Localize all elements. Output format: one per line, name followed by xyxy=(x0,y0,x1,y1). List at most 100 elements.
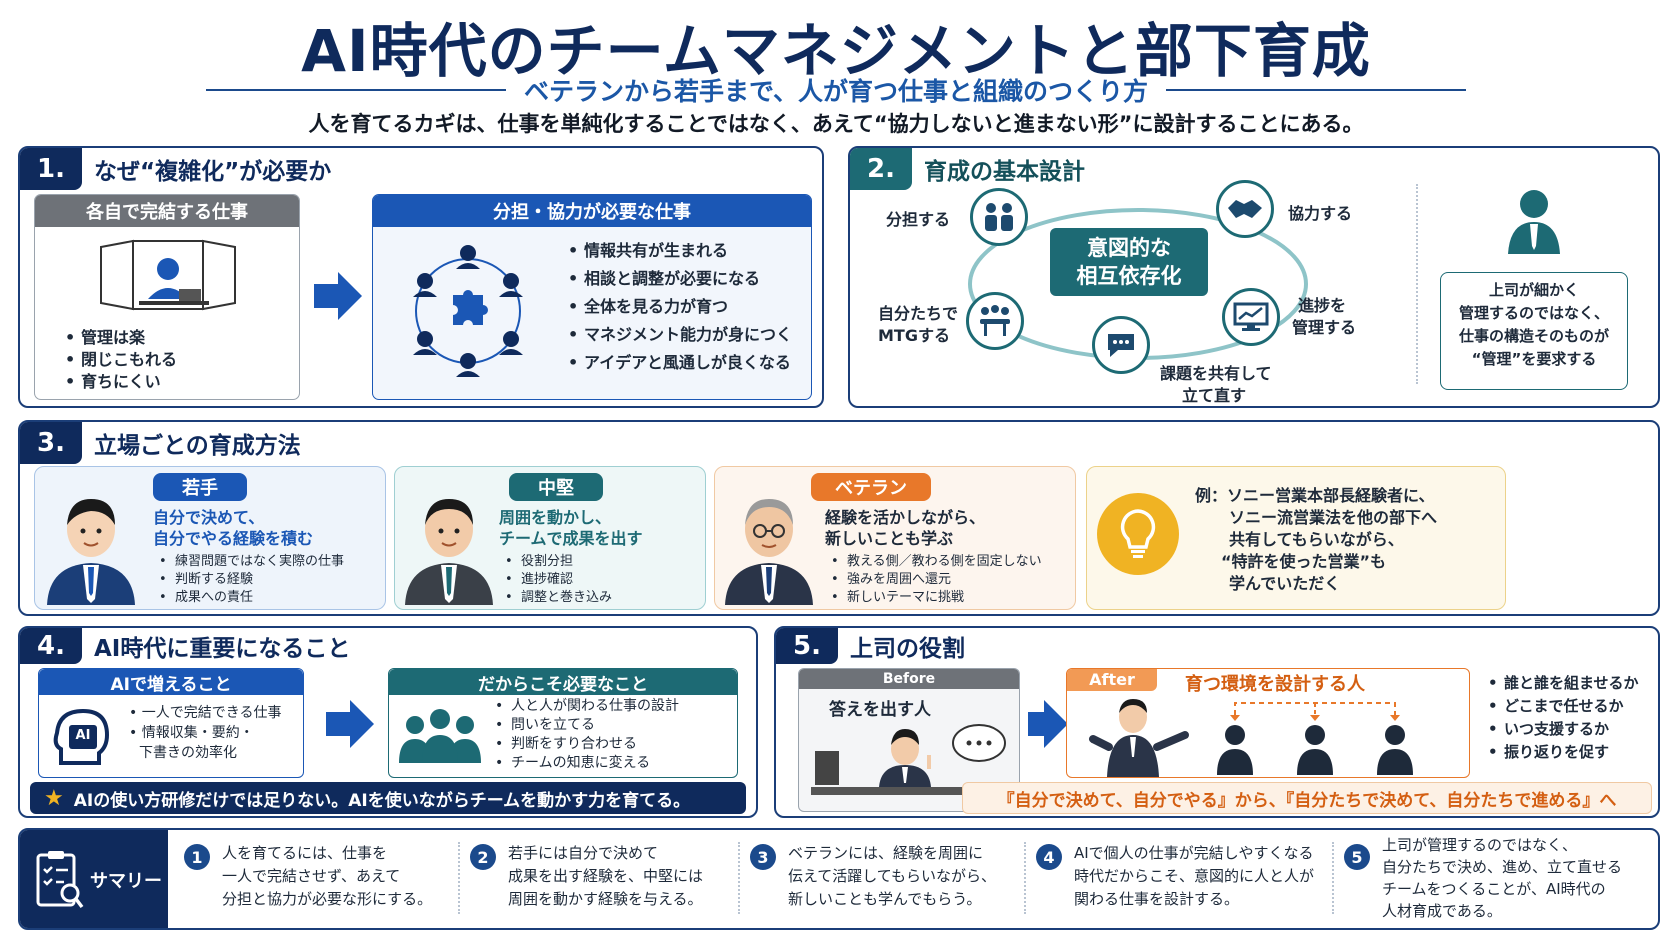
handshake-icon xyxy=(1216,180,1274,238)
list-item: 下書きの効率化 xyxy=(139,745,237,761)
label-cooperate: 協力する xyxy=(1288,204,1353,223)
list-item: いつ支援するか xyxy=(1488,718,1639,741)
list-item: 人と人が関わる仕事の設計 xyxy=(495,697,679,716)
summary-label-block: サマリー xyxy=(20,830,168,928)
summary-item-1: 1 人を育てるには、仕事を一人で完結させず、あえて分担と協力が必要な形にする。 xyxy=(184,830,454,926)
example-line: 学んでいただく xyxy=(1229,574,1341,593)
example-text: 例：ソニー営業本部長経験者に、 ソニー流営業法を他の部下へ 共有してもらいながら… xyxy=(1195,485,1437,595)
list-item: 判断をすり合わせる xyxy=(495,735,679,754)
section-3-number: 3. xyxy=(20,422,82,464)
summary-item-4: 4 AIで個人の仕事が完結しやすくなる時代だからこそ、意図的に人と人が関わる仕事… xyxy=(1036,830,1336,926)
list-item: 全体を見る力が育つ xyxy=(568,293,792,321)
center-line-1: 意図的な xyxy=(1087,236,1171,260)
summary-text: ベテランには、経験を周囲に伝えて活躍してもらいながら、新しいことも学んでもらう。 xyxy=(788,844,997,908)
young-list: 練習問題ではなく実際の仕事 判断する経験 成果への責任 xyxy=(159,553,344,607)
example-line: 共有してもらいながら、 xyxy=(1229,530,1404,549)
summary-divider xyxy=(458,842,460,914)
list-item: 育ちにくい xyxy=(65,371,177,393)
section-5-number: 5. xyxy=(776,628,838,664)
veteran-person-icon xyxy=(725,499,813,605)
card-young: 若手 自分で決めて、 自分でやる経験を積む 練習問題ではなく実際の仕事 判断する… xyxy=(34,466,386,610)
solo-work-head: 各自で完結する仕事 xyxy=(35,195,299,227)
right-arrow-icon xyxy=(314,272,364,320)
example-line: ソニー流営業法を他の部下へ xyxy=(1229,508,1438,527)
list-item: 誰と誰を組ませるか xyxy=(1488,672,1639,695)
mid-list: 役割分担 進捗確認 調整と巻き込み xyxy=(505,553,612,607)
tag-veteran: ベテラン xyxy=(811,473,931,501)
section-2-number: 2. xyxy=(850,148,912,190)
summary-text: AIで個人の仕事が完結しやすくなる時代だからこそ、意図的に人と人が関わる仕事を設… xyxy=(1074,844,1315,908)
subtitle-right-line xyxy=(1166,89,1466,91)
section-2-header: 2. 育成の基本設計 xyxy=(850,148,1085,190)
team-members-icon xyxy=(1217,702,1413,775)
mid-title-1: 周囲を動かし、 xyxy=(499,508,612,527)
summary-item-5: 5 上司が管理するのではなく、自分たちで決め、進め、立て直せるチームをつくること… xyxy=(1344,830,1654,926)
necessary-head: だからこそ必要なこと xyxy=(389,669,737,695)
summary-number: 4 xyxy=(1036,844,1062,870)
veteran-title-1: 経験を活かしながら、 xyxy=(825,508,986,527)
veteran-title-2: 新しいことも学ぶ xyxy=(825,529,954,548)
label-mtg-1: 自分たちで xyxy=(878,304,959,323)
list-item: 進捗確認 xyxy=(505,571,612,589)
summary-text: 若手には自分で決めて成果を出す経験を、中堅には周囲を動かす経験を与える。 xyxy=(508,844,704,908)
chat-bubble-icon xyxy=(1092,316,1150,374)
summary-number: 5 xyxy=(1344,844,1370,870)
summary-text: 人を育てるには、仕事を一人で完結させず、あえて分担と協力が必要な形にする。 xyxy=(222,844,433,908)
star-icon: ★ xyxy=(44,785,64,811)
after-tag: After xyxy=(1067,669,1157,691)
subtitle-row: ベテランから若手まで、人が育つ仕事と組織のつくり方 xyxy=(0,72,1672,108)
section-3-title: 立場ごとの育成方法 xyxy=(94,433,301,459)
label-progress-2: 管理する xyxy=(1292,318,1357,337)
label-mtg-2: MTGする xyxy=(878,326,950,345)
section-1-number: 1. xyxy=(20,148,82,190)
section-3-header: 3. 立場ごとの育成方法 xyxy=(20,422,301,464)
cubicle-worker-icon xyxy=(100,239,236,311)
solo-work-box: 各自で完結する仕事 管理は楽 閉じこもれる 育ちにくい xyxy=(34,194,300,400)
mid-title-2: チームで成果を出す xyxy=(499,529,643,548)
label-progress-1: 進捗を xyxy=(1298,296,1347,315)
list-item: 閉じこもれる xyxy=(65,349,177,371)
list-item: 練習問題ではなく実際の仕事 xyxy=(159,553,344,571)
ai-banner-text: AIの使い方研修だけでは足りない。AIを使いながらチームを動かす力を育てる。 xyxy=(73,790,691,811)
list-item: 役割分担 xyxy=(505,553,612,571)
center-line-2: 相互依存化 xyxy=(1076,264,1182,288)
boss-person-icon xyxy=(1508,190,1560,254)
ai-head-icon: AI xyxy=(51,705,115,769)
section-4-header: 4. AI時代に重要になること xyxy=(20,628,350,664)
list-item: 情報共有が生まれる xyxy=(568,237,792,265)
meeting-table-icon xyxy=(966,292,1024,350)
section-1-title: なぜ“複雑化”が必要か xyxy=(94,159,332,185)
right-arrow-icon xyxy=(326,700,376,748)
section-5-title: 上司の役割 xyxy=(850,636,965,662)
boss-message-box: 上司が細かく 管理するのではなく、 仕事の構造そのものが “管理”を要求する xyxy=(1440,272,1628,390)
page-subtitle: ベテランから若手まで、人が育つ仕事と組織のつくり方 xyxy=(523,77,1148,106)
list-item: 新しいテーマに挑戦 xyxy=(831,589,1042,607)
young-title-2: 自分でやる経験を積む xyxy=(153,529,314,548)
summary-panel: サマリー 1 人を育てるには、仕事を一人で完結させず、あえて分担と協力が必要な形… xyxy=(18,828,1660,930)
lightbulb-icon xyxy=(1097,493,1179,575)
subtitle-left-line xyxy=(205,89,506,91)
boss-line: “管理”を要求する xyxy=(1471,350,1597,368)
card-veteran: ベテラン 経験を活かしながら、 新しいことも学ぶ 教える側／教わる側を固定しない… xyxy=(714,466,1076,610)
veteran-list: 教える側／教わる側を固定しない 強みを周囲へ還元 新しいテーマに挑戦 xyxy=(831,553,1042,607)
section-4-panel: 4. AI時代に重要になること AIで増えること AI • 一人で完結できる仕事… xyxy=(18,626,758,818)
young-title-1: 自分で決めて、 xyxy=(153,508,265,527)
section-3-panel: 3. 立場ごとの育成方法 若手 自分で決めて、 自分でやる経験を積む 練習問題で… xyxy=(18,420,1660,616)
section-2-title: 育成の基本設計 xyxy=(924,159,1085,185)
list-item: アイデアと風通しが良くなる xyxy=(568,349,792,377)
summary-text: 上司が管理するのではなく、自分たちで決め、進め、立て直せるチームをつくることが、… xyxy=(1382,836,1623,920)
shift-banner-text: 『自分で決めて、自分でやる』から、『自分たちで決めて、自分たちで進める』へ xyxy=(997,790,1617,811)
page-title: AI時代のチームマネジメントと部下育成 xyxy=(301,17,1371,85)
designer-boss-icon xyxy=(1089,699,1189,777)
summary-item-2: 2 若手には自分で決めて成果を出す経験を、中堅には周囲を動かす経験を与える。 xyxy=(470,830,750,926)
summary-divider xyxy=(738,842,740,914)
example-line: “特許を使った営業”も xyxy=(1221,552,1387,571)
shared-work-box: 分担・協力が必要な仕事 情報共有が生まれる 相談と調整が必要になる 全体を見る力… xyxy=(372,194,812,400)
boss-role-list: 誰と誰を組ませるか どこまで任せるか いつ支援するか 振り返りを促す xyxy=(1488,672,1639,764)
section-1-header: 1. なぜ“複雑化”が必要か xyxy=(20,148,331,190)
label-issue-2: 立て直す xyxy=(1182,386,1247,405)
mid-person-icon xyxy=(405,499,493,605)
card-mid: 中堅 周囲を動かし、 チームで成果を出す 役割分担 進捗確認 調整と巻き込み xyxy=(394,466,706,610)
list-item: 教える側／教わる側を固定しない xyxy=(831,553,1042,571)
list-item: 調整と巻き込み xyxy=(505,589,612,607)
